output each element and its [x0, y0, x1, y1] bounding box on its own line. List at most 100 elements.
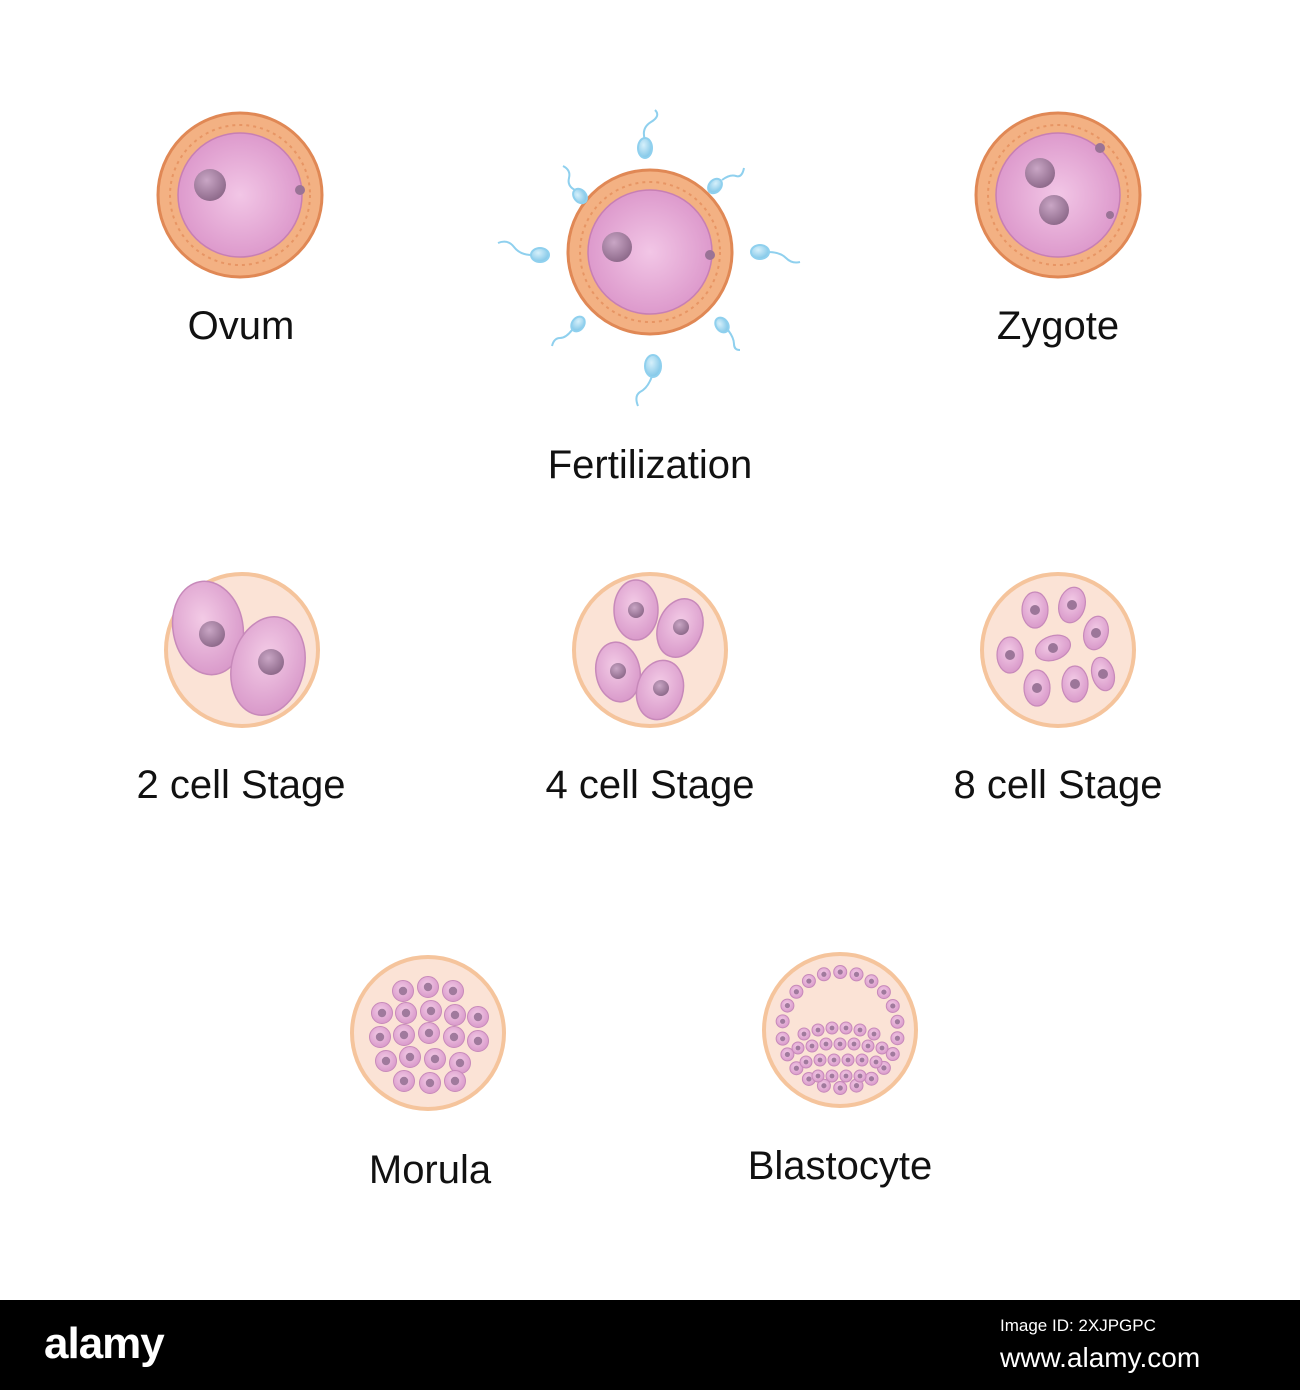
inner-mass-cell-nucleus	[865, 1043, 871, 1049]
ovum-diagram	[156, 111, 324, 279]
inner-mass-cell-nucleus	[829, 1073, 835, 1079]
morula-cell-nucleus	[430, 1054, 440, 1064]
inner-mass-cell-nucleus	[815, 1027, 821, 1033]
fertilization-diagram	[497, 109, 801, 407]
trophoblast-cell-nucleus	[784, 1002, 790, 1009]
trophoblast-cell-nucleus	[894, 1019, 901, 1025]
sperm-top-right	[707, 167, 745, 195]
label-ovum: Ovum	[187, 304, 295, 348]
inner-mass-cell-nucleus	[859, 1057, 865, 1063]
trophoblast-cell-nucleus	[853, 971, 860, 978]
sperm-bottom-right	[714, 316, 741, 351]
trophoblast-cell-nucleus	[793, 1065, 799, 1071]
morula-cell-nucleus	[405, 1052, 415, 1062]
morula-cell-nucleus	[455, 1058, 465, 1068]
inner-mass-cell-nucleus	[879, 1045, 885, 1051]
trophoblast-cell-nucleus	[821, 1083, 827, 1089]
inner-mass-cell-nucleus	[871, 1031, 877, 1037]
sperm-group	[497, 109, 801, 407]
two-cell-diagram	[164, 572, 320, 728]
trophoblast-cell-nucleus	[780, 1018, 786, 1024]
blastocyte-diagram	[762, 952, 918, 1108]
morula-cell-nucleus	[401, 1008, 411, 1018]
morula-cell-nucleus	[473, 1036, 483, 1046]
inner-mass-cell-nucleus	[815, 1073, 821, 1079]
diagram-graphics	[156, 109, 1142, 1111]
trophoblast-cell-nucleus	[780, 1036, 786, 1042]
morula-cell-nucleus	[423, 982, 433, 992]
morula-cell-nucleus	[375, 1032, 385, 1042]
sperm-bottom-left	[551, 315, 586, 347]
polar-body	[295, 185, 305, 195]
svg-text:alamy: alamy	[44, 1319, 165, 1368]
pronucleus-bottom	[1039, 195, 1069, 225]
blastocyte-cells	[775, 965, 905, 1095]
morula-cell-nucleus	[424, 1028, 434, 1038]
label-two-cell-stage: 2 cell Stage	[136, 763, 346, 807]
trophoblast-cell-nucleus	[837, 969, 843, 975]
morula-cell-nucleus	[398, 986, 408, 996]
label-four-cell-stage: 4 cell Stage	[545, 763, 755, 807]
label-zygote: Zygote	[996, 304, 1120, 348]
inner-mass-cell-nucleus	[817, 1057, 823, 1063]
image-id-text: Image ID: 2XJPGPC	[1000, 1316, 1156, 1335]
morula-diagram	[350, 955, 506, 1111]
morula-cells	[369, 976, 489, 1094]
morula-cell-nucleus	[448, 986, 458, 996]
morula-cell-nucleus	[399, 1076, 409, 1086]
morula-cell-nucleus	[450, 1010, 460, 1020]
label-eight-cell-stage: 8 cell Stage	[953, 763, 1163, 807]
inner-mass-cell-nucleus	[829, 1025, 835, 1031]
trophoblast-cell-nucleus	[837, 1085, 843, 1091]
alamy-logo: alamy	[44, 1319, 166, 1368]
ovum-nucleus	[194, 169, 226, 201]
sperm-right	[750, 244, 801, 264]
morula-cell-nucleus	[381, 1056, 391, 1066]
trophoblast-cell-nucleus	[784, 1051, 790, 1058]
sperm-top-left	[562, 165, 588, 205]
trophoblast-cell-nucleus	[890, 1051, 896, 1057]
watermark-footer: alamy Image ID: 2XJPGPC www.alamy.com	[0, 1300, 1300, 1390]
inner-mass-cell-nucleus	[843, 1025, 849, 1031]
morula-cell-nucleus	[399, 1030, 409, 1040]
trophoblast-cell-nucleus	[868, 978, 875, 984]
inner-mass-cell-nucleus	[809, 1043, 815, 1049]
inner-mass-cell-nucleus	[837, 1041, 843, 1047]
morula-cell-nucleus	[426, 1006, 436, 1016]
trophoblast-cell-nucleus	[881, 989, 887, 995]
trophoblast-cell-nucleus	[890, 1003, 896, 1009]
zygote-diagram	[974, 111, 1142, 279]
diagram-canvas: Ovum Fertilization Zygote 2 cell Stage 4…	[136, 109, 1163, 1192]
inner-mass-cell-nucleus	[845, 1057, 851, 1063]
label-blastocyte: Blastocyte	[747, 1144, 933, 1188]
inner-mass-cell-nucleus	[801, 1031, 807, 1037]
sperm-bottom	[635, 354, 662, 407]
label-morula: Morula	[368, 1148, 492, 1192]
eight-cell-diagram	[980, 572, 1136, 728]
morula-cell-nucleus	[425, 1078, 435, 1088]
inner-mass-cell-nucleus	[831, 1057, 837, 1063]
morula-cell-nucleus	[449, 1032, 459, 1042]
inner-mass-cell-nucleus	[857, 1027, 863, 1033]
inner-mass-cell-nucleus	[803, 1059, 809, 1065]
trophoblast-cell-nucleus	[894, 1035, 901, 1041]
inner-mass-cell-nucleus	[823, 1041, 829, 1047]
inner-mass-cell-nucleus	[795, 1045, 801, 1051]
morula-cell-nucleus	[450, 1076, 460, 1086]
trophoblast-cell-nucleus	[853, 1082, 860, 1089]
sperm-top	[637, 109, 659, 159]
inner-mass-cell-nucleus	[851, 1041, 857, 1047]
trophoblast-cell-nucleus	[868, 1076, 875, 1082]
trophoblast-cell-nucleus	[806, 978, 812, 984]
trophoblast-cell-nucleus	[821, 971, 827, 977]
inner-mass-cell-nucleus	[873, 1059, 879, 1065]
label-fertilization: Fertilization	[547, 443, 753, 487]
pronucleus-top	[1025, 158, 1055, 188]
morula-cell-nucleus	[473, 1012, 483, 1022]
four-cell-diagram	[572, 572, 728, 728]
inner-mass-cell-nucleus	[857, 1073, 863, 1079]
sperm-left	[497, 240, 550, 263]
inner-mass-cell-nucleus	[843, 1073, 849, 1079]
trophoblast-cell-nucleus	[793, 989, 799, 995]
trophoblast-cell-nucleus	[806, 1076, 812, 1082]
